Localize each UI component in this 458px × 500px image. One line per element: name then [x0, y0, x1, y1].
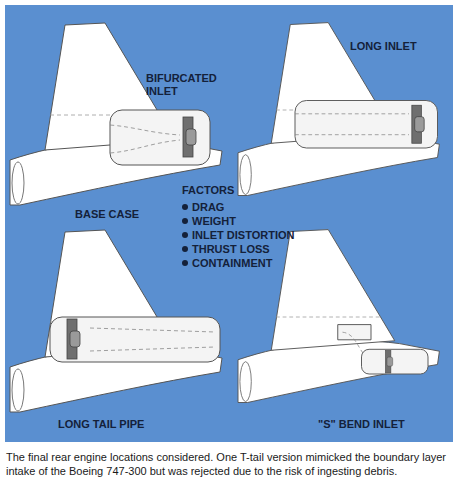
factor-item: CONTAINMENT	[192, 257, 272, 270]
panel-label: LONG TAIL PIPE	[58, 418, 144, 431]
panel-label: FACTORS	[182, 184, 234, 197]
panel-label: BASE CASE	[75, 208, 139, 221]
factor-item: WEIGHT	[192, 215, 236, 228]
panel-label: BIFURCATED INLET	[146, 72, 226, 98]
factor-item: DRAG	[192, 201, 224, 214]
panel-label: "S" BEND INLET	[318, 418, 405, 431]
figure-caption: The final rear engine locations consider…	[6, 450, 452, 478]
factor-item: THRUST LOSS	[192, 243, 270, 256]
factor-item: INLET DISTORTION	[192, 229, 294, 242]
panel-label: LONG INLET	[350, 40, 417, 53]
